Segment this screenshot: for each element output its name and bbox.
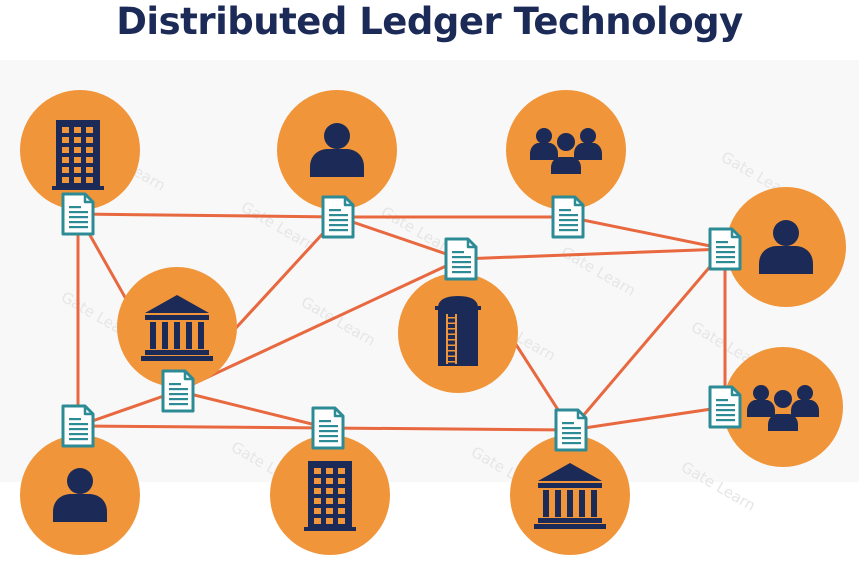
ledger-document-icon xyxy=(161,369,195,413)
person-icon xyxy=(310,123,364,177)
participant-node-n3 xyxy=(506,90,626,210)
watermark-text: Gate Learn xyxy=(238,198,319,255)
person-icon xyxy=(53,468,107,522)
person-icon xyxy=(759,220,813,274)
participant-node-n7 xyxy=(723,347,843,467)
group-icon xyxy=(747,385,819,431)
participant-node-n8 xyxy=(20,435,140,555)
participant-node-n10 xyxy=(510,435,630,555)
ledger-link xyxy=(336,215,463,261)
silo-icon xyxy=(435,296,481,366)
ledger-link xyxy=(76,424,330,430)
participant-node-n4 xyxy=(726,187,846,307)
ledger-document-icon xyxy=(321,195,355,239)
watermark-text: Gate Learn xyxy=(678,458,759,515)
participant-node-n1 xyxy=(20,90,140,210)
participant-node-n5 xyxy=(117,267,237,387)
ledger-link xyxy=(459,247,727,261)
ledger-document-icon xyxy=(311,406,345,450)
ledger-document-icon xyxy=(551,195,585,239)
page-title: Distributed Ledger Technology xyxy=(116,0,743,43)
ledger-link xyxy=(76,212,340,219)
ledger-link xyxy=(176,389,330,430)
ledger-link xyxy=(569,247,727,432)
ledger-link xyxy=(566,215,727,251)
participant-node-n9 xyxy=(270,435,390,555)
ledger-document-icon xyxy=(554,408,588,452)
group-icon xyxy=(530,128,602,174)
bank-icon xyxy=(534,463,606,529)
ledger-document-icon xyxy=(61,404,95,448)
ledger-document-icon xyxy=(61,192,95,236)
ledger-link xyxy=(569,405,727,432)
participant-node-n2 xyxy=(277,90,397,210)
ledger-link xyxy=(76,389,180,428)
office-building-icon xyxy=(304,461,356,531)
bank-icon xyxy=(141,295,213,361)
ledger-link xyxy=(326,426,573,432)
watermark-text: Gate Learn xyxy=(298,293,379,350)
office-building-icon xyxy=(52,120,104,190)
ledger-document-icon xyxy=(708,227,742,271)
ledger-document-icon xyxy=(708,385,742,429)
ledger-link xyxy=(176,257,463,393)
participant-node-n6 xyxy=(398,273,518,393)
ledger-document-icon xyxy=(444,237,478,281)
